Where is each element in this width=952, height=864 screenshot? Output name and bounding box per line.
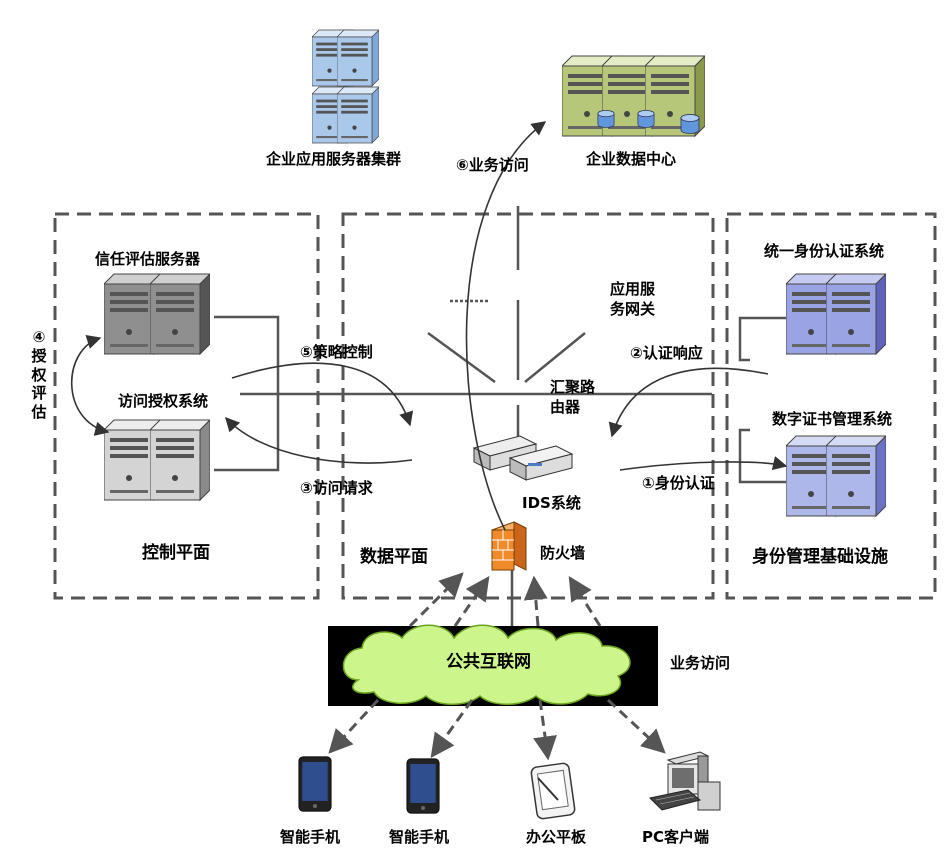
trust-server-icon: [104, 273, 210, 355]
phone2-label: 智能手机: [389, 828, 450, 846]
router-icon: [472, 435, 574, 481]
step5-label: ⑤策略控制: [300, 343, 373, 361]
data-plane-label: 数据平面: [360, 547, 428, 567]
identity-server-icon: [786, 273, 886, 355]
identity-system-label: 统一身份认证系统: [764, 242, 885, 260]
app-server-cluster-icon: [312, 29, 379, 144]
data-center-label: 企业数据中心: [586, 150, 677, 168]
cloud-icon: [342, 624, 631, 705]
step4-label: ④授权评估: [31, 328, 47, 421]
phone-icon: [406, 758, 440, 814]
phone-icon: [298, 756, 332, 812]
cert-system-label: 数字证书管理系统: [772, 410, 893, 428]
access-auth-label: 访问授权系统: [118, 392, 209, 410]
phone1-label: 智能手机: [280, 828, 341, 846]
business-access-label: 业务访问: [670, 654, 731, 672]
identity-connectors: [738, 316, 788, 484]
step2-label: ②认证响应: [630, 344, 703, 362]
ids-label: IDS系统: [522, 494, 581, 512]
firewall-icon: [490, 521, 528, 571]
control-plane-panel: [53, 212, 320, 600]
trust-server-label: 信任评估服务器: [95, 250, 201, 268]
identity-panel: [725, 212, 937, 600]
access-auth-server-icon: [104, 419, 210, 501]
control-plane-label: 控制平面: [142, 543, 210, 563]
device-access-arrows: [328, 572, 666, 761]
gateway-lines: [240, 206, 712, 445]
app-server-cluster-label: 企业应用服务器集群: [266, 150, 402, 168]
step3-label: ③访问请求: [300, 479, 373, 497]
data-plane-panel: [341, 212, 715, 600]
flow-arrows: [70, 121, 788, 531]
app-gateway-label: 应用服务网关: [610, 280, 656, 318]
cert-server-icon: [786, 435, 886, 517]
control-connectors: [214, 315, 280, 472]
step1-label: ①身份认证: [642, 474, 715, 492]
pc-client-label: PC客户端: [642, 828, 710, 846]
step6-label: ⑥业务访问: [456, 156, 529, 174]
tablet-icon: [530, 762, 576, 820]
router-label: 汇聚路由器: [550, 378, 596, 416]
identity-infra-label: 身份管理基础设施: [752, 547, 888, 567]
firewall-label: 防火墙: [540, 544, 586, 562]
internet-label: 公共互联网: [446, 652, 531, 672]
pc-icon: [648, 751, 721, 811]
tablet-label: 办公平板: [526, 828, 587, 846]
